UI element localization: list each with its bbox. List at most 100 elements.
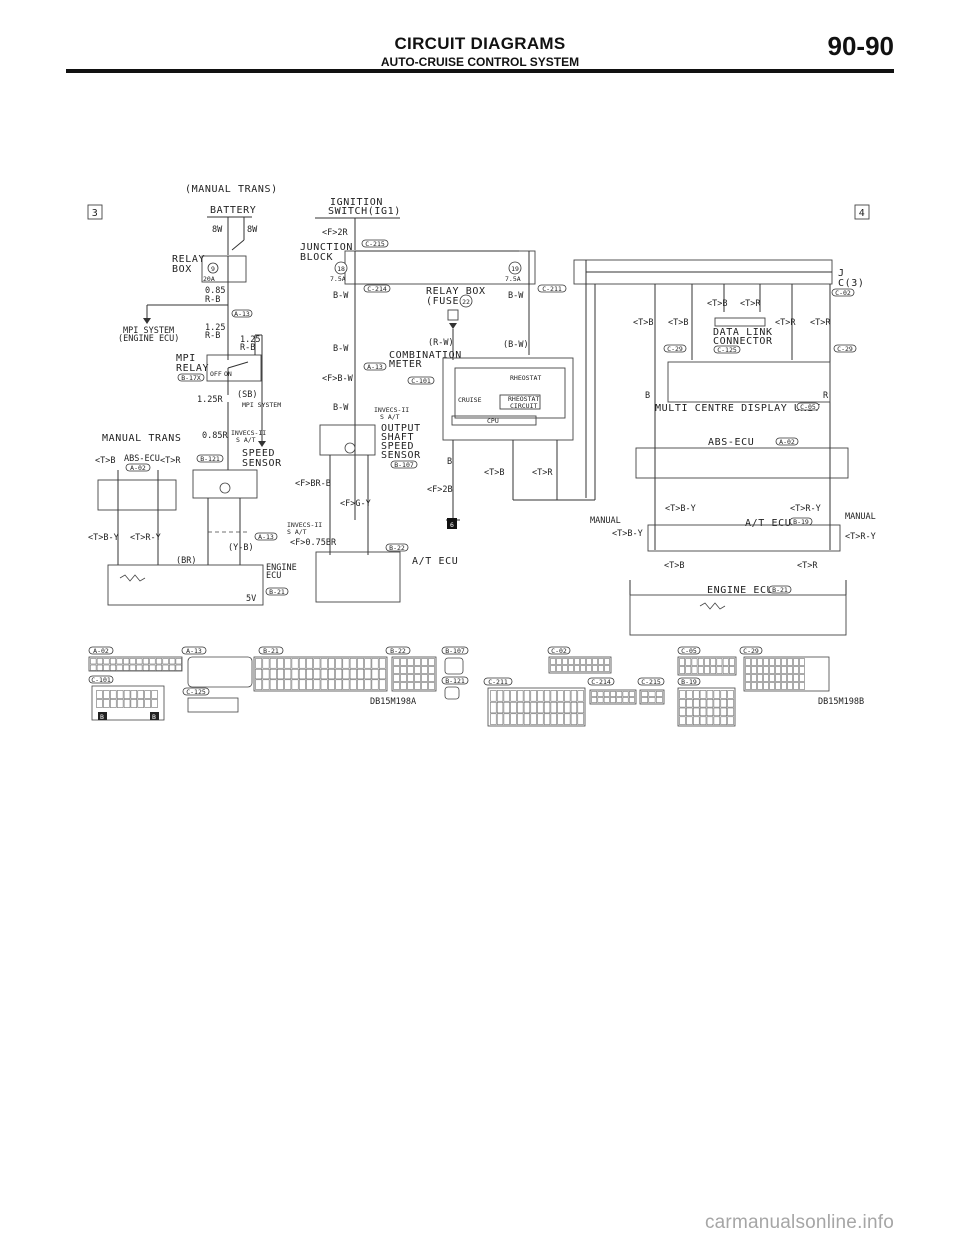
legend-pin-cell — [706, 707, 714, 717]
legend-pin-cell — [679, 699, 686, 708]
label-invecs-1b: S A/T — [236, 436, 256, 444]
legend-pin-cell — [328, 658, 335, 669]
combination-meter-box — [442, 357, 574, 441]
label-engine-ecu-right: ENGINE ECU — [707, 585, 773, 596]
legend-pin-cell — [727, 690, 734, 699]
conn-c29a-pill — [663, 344, 687, 353]
legend-pin-cell — [530, 713, 537, 725]
label-oss-2: SHAFT — [381, 432, 414, 443]
legend-pin-cell — [720, 716, 727, 725]
label-f2b: <F>2B — [427, 485, 453, 495]
at-ecu-left-box — [315, 551, 401, 603]
legend-pin-cell — [503, 690, 510, 702]
conn-c125: C-125 — [717, 346, 737, 354]
legend-pin-cell — [693, 707, 700, 717]
legend-pin-cell — [269, 679, 277, 690]
legend-pin-cell — [580, 665, 586, 672]
legend-pin-cell — [349, 668, 357, 680]
label-tb-l: <T>B — [95, 456, 115, 466]
legend-pin-cell — [713, 690, 721, 699]
legend-pin-cell — [729, 666, 735, 674]
legend-pin-cell — [641, 691, 649, 697]
label-relay-box-fuse: RELAY BOX — [426, 286, 486, 297]
legend-pin-cell — [342, 679, 350, 690]
conn-c02-pill — [831, 288, 855, 297]
label-fuse-22: (FUSE ) — [426, 296, 472, 307]
legend-pin-cell — [523, 690, 531, 702]
legend-pin-cell — [262, 679, 270, 690]
label-tby-l: <T>B-Y — [88, 533, 119, 543]
legend-pin-cell — [503, 701, 510, 714]
legend-pin-cell — [421, 682, 428, 690]
legend-pin-cell — [255, 679, 263, 690]
conn-c05: C-05 — [800, 403, 816, 411]
label-invecs-3: INVECS-II — [287, 521, 322, 529]
label-try-r2: <T>R-Y — [845, 532, 876, 542]
legend-pin-cell — [686, 690, 693, 699]
legend-pin-cell — [556, 658, 562, 665]
legend-pin-cell — [564, 690, 571, 702]
legend-pin-cell — [543, 690, 551, 702]
conn-b21-pill — [265, 587, 289, 596]
legend-pin-cell — [144, 699, 151, 708]
page-number: 90-90 — [827, 31, 895, 61]
legend-pin-cell — [277, 679, 284, 690]
legend-c02: C-02 — [551, 647, 567, 655]
label-engine-ecu-1: ENGINE — [266, 563, 297, 573]
legend-pin-cell — [496, 701, 504, 714]
label-mpi-system-b: MPI SYSTEM — [242, 401, 281, 409]
legend-pin-cell — [149, 658, 156, 665]
legend-pin-cell — [537, 701, 544, 714]
conn-b22: B-22 — [389, 544, 405, 552]
legend-pin-cell — [679, 658, 685, 666]
conn-a13-pill — [231, 309, 253, 318]
label-tb-r1: <T>B — [633, 318, 653, 328]
legend-pin-cell — [616, 691, 623, 697]
legend-pin-cell — [116, 699, 124, 708]
legend-pin-cell — [745, 658, 751, 666]
legend-pin-cell — [96, 699, 103, 708]
legend-pin-cell — [306, 679, 313, 690]
fuse-18-label: 18 — [337, 265, 345, 273]
label-manual-trans-top: (MANUAL TRANS) — [185, 184, 278, 195]
legend-pin-cell — [144, 690, 151, 699]
legend-pin-cell — [699, 716, 707, 725]
label-j: J — [838, 268, 845, 279]
label-tr-l: <T>R — [160, 456, 181, 466]
legend-pin-cell — [175, 664, 182, 671]
label-try-l: <T>R-Y — [130, 533, 161, 543]
conn-a02b-pill — [775, 437, 799, 446]
legend-pin-cell — [751, 658, 757, 666]
label-bw-1: B-W — [333, 291, 349, 301]
legend-pin-cell — [142, 664, 149, 671]
label-mpi-system-1: MPI SYSTEM — [123, 326, 174, 336]
legend-pin-cell — [799, 666, 805, 674]
legend-pin-cell — [564, 713, 571, 725]
label-tb-r4: <T>B — [664, 561, 684, 571]
legend-pin-cell — [727, 716, 734, 725]
legend-pin-cell — [421, 674, 428, 682]
legend-pin-cell — [123, 690, 131, 699]
legend-pin-cell — [162, 658, 169, 665]
legend-pin-cell — [428, 674, 435, 682]
legend-pin-cell — [428, 666, 435, 674]
legend-c125: C-125 — [186, 688, 206, 696]
legend-pin-cell — [604, 665, 610, 672]
legend-pin-cell — [277, 658, 284, 669]
legend-pin-cell — [421, 666, 428, 674]
legend-pin-cell — [517, 713, 524, 725]
legend-pin-cell — [616, 697, 623, 703]
legend-pin-cell — [407, 682, 414, 690]
legend-pin-cell — [799, 674, 805, 682]
legend-pin-cell — [550, 713, 557, 725]
legend-pin-cell — [407, 674, 414, 682]
label-5v: 5V — [246, 594, 256, 604]
legend-pin-cell — [277, 668, 284, 680]
legend-pin-cell — [550, 690, 557, 702]
legend-pin-cell — [530, 701, 537, 714]
legend-pin-cell — [364, 658, 372, 669]
label-085r: 0.85R — [202, 431, 228, 441]
legend-pin-cell — [679, 690, 686, 699]
conn-c101: C-101 — [411, 377, 431, 385]
fuse-9-label: 9 — [211, 265, 215, 273]
